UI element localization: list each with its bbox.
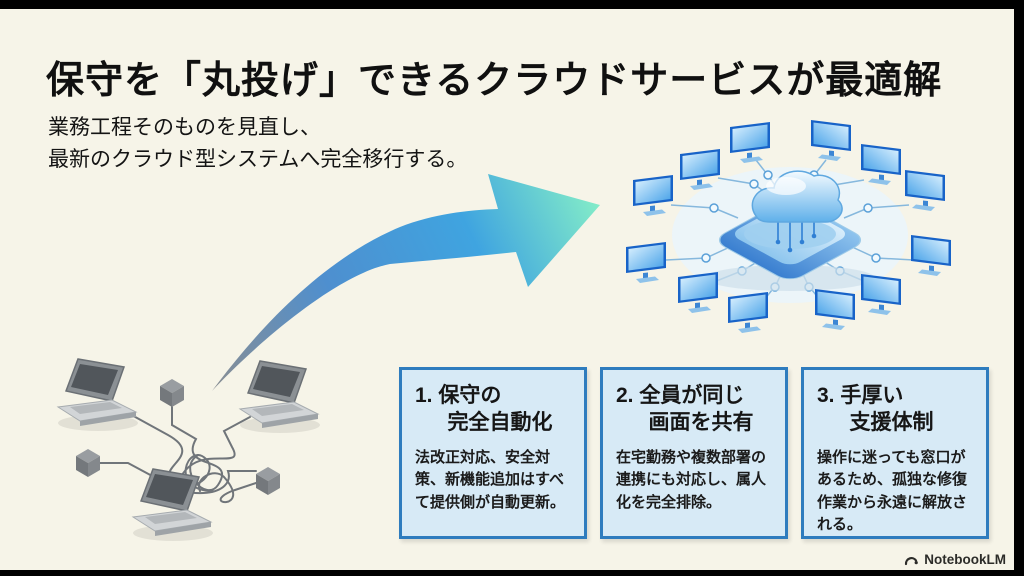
watermark-label: NotebookLM [924, 552, 1006, 567]
network-hub-icon [256, 467, 280, 495]
subtitle-line-2: 最新のクラウド型システムへ完全移行する。 [48, 147, 468, 171]
card-title: 3. 手厚い 支援体制 [817, 382, 975, 437]
card-title-line-2: 完全自動化 [447, 411, 553, 435]
slide-title: 保守を「丸投げ」できるクラウドサービスが最適解 [46, 57, 943, 102]
network-hub-icon [76, 449, 100, 477]
card-title-line-2: 支援体制 [849, 411, 934, 435]
cloud-highlight [766, 177, 806, 195]
card-title: 2. 全員が同じ 画面を共有 [616, 382, 774, 437]
card-support-system: 3. 手厚い 支援体制 操作に迷っても窓口があるため、孤独な修復作業から永遠に解… [801, 367, 989, 539]
slide-subtitle: 業務工程そのものを見直し、 最新のクラウド型システムへ完全移行する。 [48, 112, 467, 175]
slide-canvas: 保守を「丸投げ」できるクラウドサービスが最適解 業務工程そのものを見直し、 最新… [0, 9, 1014, 570]
legacy-laptop-icon [57, 358, 139, 432]
card-shared-screen: 2. 全員が同じ 画面を共有 在宅勤務や複数部署の連携にも対応し、属人化を完全排… [600, 367, 788, 539]
notebooklm-logo-icon [905, 556, 919, 565]
circuit-dots-icon [775, 233, 817, 253]
card-title-line-1: 1. 保守の [415, 384, 502, 407]
card-body: 操作に迷っても窓口があるため、孤独な修復作業から永遠に解放される。 [817, 448, 968, 534]
cloud-hub-illustration [626, 120, 951, 333]
card-auto-maintenance: 1. 保守の 完全自動化 法改正対応、安全対策、新機能追加はすべて提供側が自動更… [399, 367, 587, 539]
card-title-line-1: 2. 全員が同じ [616, 384, 745, 407]
card-title-line-1: 3. 手厚い [817, 384, 904, 407]
migration-arrow-icon [212, 174, 600, 391]
card-title-line-2: 画面を共有 [648, 411, 754, 435]
subtitle-line-1: 業務工程そのものを見直し、 [48, 116, 321, 139]
card-title: 1. 保守の 完全自動化 [415, 382, 573, 437]
card-body: 法改正対応、安全対策、新機能追加はすべて提供側が自動更新。 [415, 448, 566, 511]
network-hub-icon [160, 379, 184, 407]
notebooklm-watermark: NotebookLM [904, 552, 1006, 567]
tangled-network-illustration [57, 358, 321, 542]
benefit-cards: 1. 保守の 完全自動化 法改正対応、安全対策、新機能追加はすべて提供側が自動更… [399, 367, 989, 539]
card-body: 在宅勤務や複数部署の連携にも対応し、属人化を完全排除。 [616, 448, 767, 511]
